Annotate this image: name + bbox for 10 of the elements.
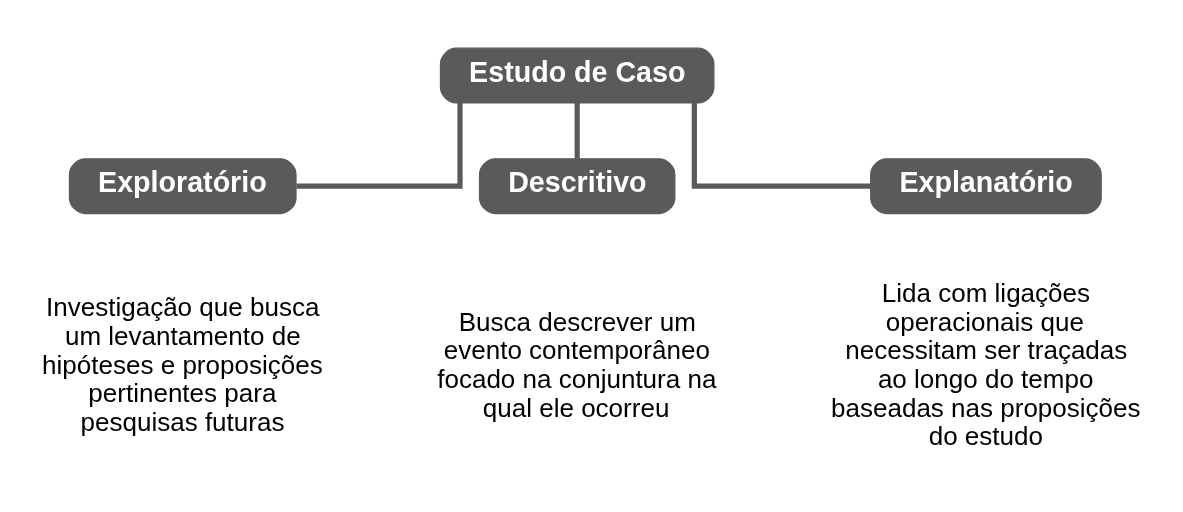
node-box: Explanatório: [870, 157, 1102, 214]
connector: [574, 102, 580, 159]
node-box: Descritivo: [478, 157, 676, 214]
connector: [691, 102, 871, 189]
node-label: Busca descrever um evento contemporâneo focado na conjuntura na qual ele ocorreu: [437, 306, 717, 423]
connector: [296, 102, 463, 189]
node-label: Investigação que busca um levantamento de hipóteses e proposições pertinentes para pesquisas futuras: [42, 291, 323, 437]
node-box: Estudo de Caso: [439, 47, 715, 104]
node-label: Lida com ligações operacionais que necessitam ser traçadas ao longo do tempo baseadas nas proposições do estudo: [831, 277, 1141, 451]
node-box: Exploratório: [68, 157, 297, 214]
